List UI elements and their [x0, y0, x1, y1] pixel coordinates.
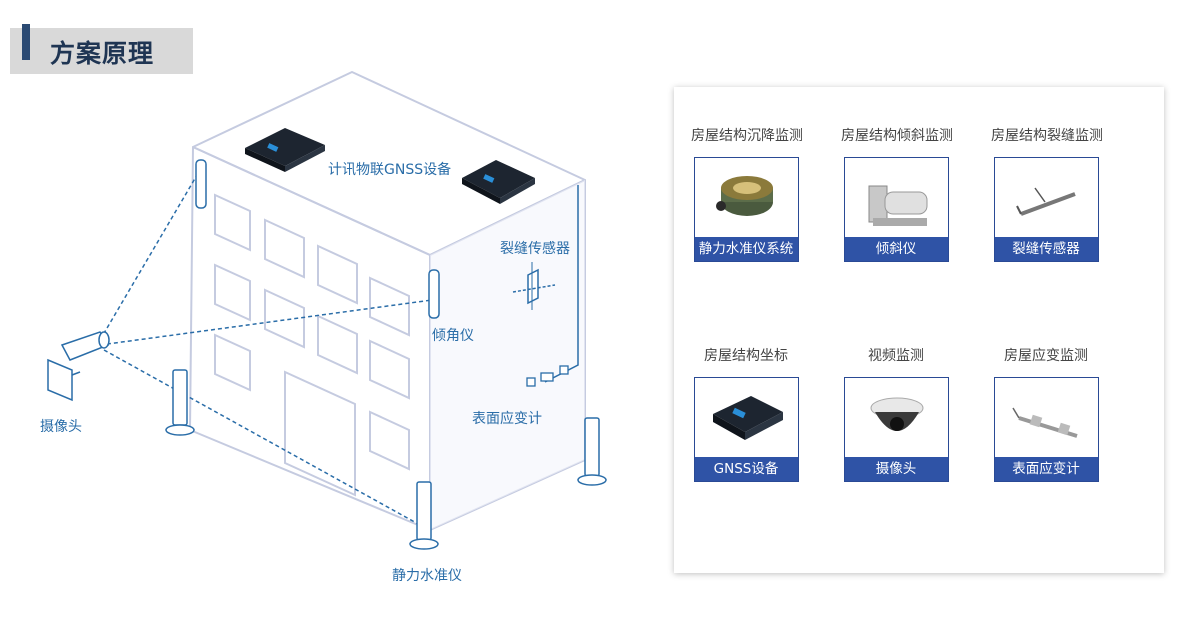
cell-title: 房屋结构坐标 [704, 348, 788, 364]
device-card[interactable]: 裂缝传感器 [993, 157, 1099, 262]
dome-camera-icon [870, 397, 923, 431]
cell-settlement: 房屋结构沉降监测 静力水准仪系统 [691, 125, 803, 262]
label-crack-sensor: 裂缝传感器 [500, 241, 570, 257]
strain-gauge-icon [1011, 407, 1078, 438]
static-level-sensor-icon [715, 176, 773, 216]
cell-video: 视频监测 摄像头 [841, 345, 951, 482]
front-face-outline [189, 146, 431, 531]
inclinometer-icon [868, 185, 927, 226]
label-camera: 摄像头 [40, 419, 82, 435]
device-card[interactable]: GNSS设备 [693, 377, 799, 482]
section-title: 方案原理 [50, 39, 155, 68]
label-tilt-meter: 倾角仪 [432, 328, 474, 344]
gnss-device-roof-1 [245, 128, 325, 172]
card-label: 倾斜仪 [844, 237, 948, 261]
cell-strain: 房屋应变监测 表面应变计 [991, 345, 1101, 482]
section-header-accent [22, 24, 30, 60]
device-card[interactable]: 静力水准仪系统 [693, 157, 799, 262]
cell-tilt: 房屋结构倾斜监测 倾斜仪 [841, 125, 953, 262]
card-label: 静力水准仪系统 [694, 237, 798, 261]
device-panel: 房屋结构沉降监测 静力水准仪系统 房屋结构倾斜监测 倾斜仪 房屋结构裂缝监测 [674, 87, 1164, 573]
cell-coordinate: 房屋结构坐标 GNSS设备 [691, 345, 801, 482]
card-label: 裂缝传感器 [994, 237, 1098, 261]
gnss-device-roof-2 [462, 160, 535, 204]
section-header-bar [10, 28, 193, 74]
crack-sensor-icon [1015, 187, 1076, 216]
cell-crack: 房屋结构裂缝监测 裂缝传感器 [991, 125, 1103, 262]
cell-title: 房屋结构裂缝监测 [991, 128, 1103, 144]
label-gnss-device: 计讯物联GNSS设备 [328, 162, 452, 178]
cell-title: 房屋结构倾斜监测 [841, 128, 953, 144]
windows-group [214, 193, 410, 497]
cell-title: 视频监测 [868, 348, 924, 364]
card-label: 表面应变计 [994, 457, 1098, 481]
label-strain-gauge: 表面应变计 [472, 411, 542, 427]
gnss-device-icon [712, 396, 783, 440]
cell-title: 房屋结构沉降监测 [691, 128, 803, 144]
device-card[interactable]: 倾斜仪 [843, 157, 949, 262]
building-diagram [47, 71, 607, 550]
device-card[interactable]: 摄像头 [843, 377, 949, 482]
camera-illustration [47, 331, 110, 402]
label-static-level: 静力水准仪 [392, 568, 462, 584]
card-label: 摄像头 [844, 457, 948, 481]
cell-title: 房屋应变监测 [1004, 348, 1088, 364]
device-card[interactable]: 表面应变计 [993, 377, 1099, 482]
card-label: GNSS设备 [694, 457, 798, 481]
